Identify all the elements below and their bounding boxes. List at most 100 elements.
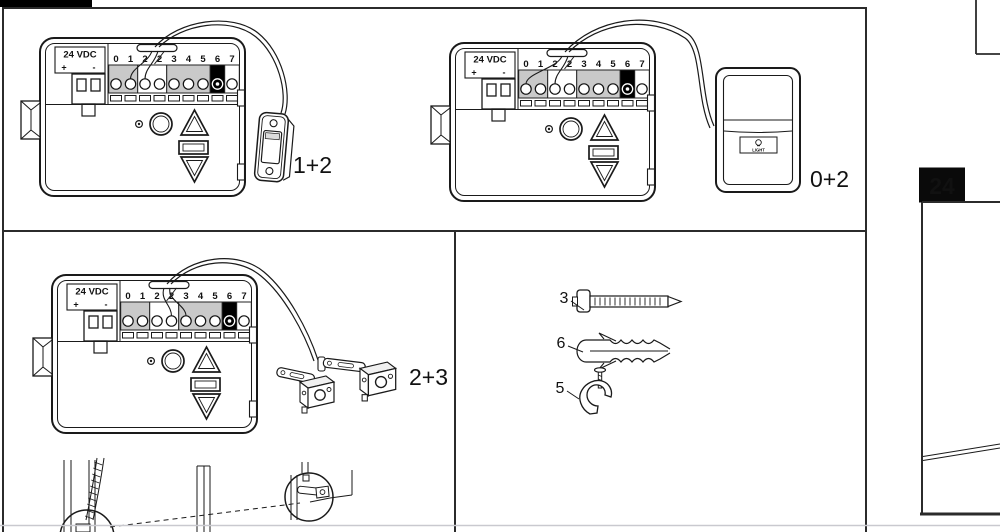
- stop-button: [190, 377, 221, 392]
- photocell-bracket: [358, 361, 398, 402]
- screw-hole: [265, 166, 274, 176]
- power-label-box: [66, 283, 118, 311]
- wiring-caption: 0+2: [810, 166, 849, 192]
- photocell-bracket: [298, 375, 336, 414]
- program-button: [149, 112, 173, 136]
- wiring-caption: 2+3: [409, 364, 448, 390]
- plus-label: +: [471, 68, 476, 78]
- minus-label: -: [93, 63, 96, 73]
- hardware-ref: 5: [556, 380, 565, 397]
- front-controls: [544, 113, 620, 189]
- up-arrow-button: [179, 108, 210, 136]
- hinge-tab: [646, 94, 656, 112]
- bracket-rail: [322, 357, 366, 373]
- step-badge: [919, 167, 965, 203]
- down-arrow-button: [589, 161, 620, 189]
- program-button: [559, 117, 583, 141]
- detail-callout-circle: [59, 509, 115, 532]
- program-button: [161, 349, 185, 373]
- power-label-box: [54, 46, 106, 74]
- terminal-number: 2: [154, 291, 159, 302]
- terminal-number: 6: [215, 54, 220, 65]
- screw: [572, 289, 683, 313]
- power-label-box: [464, 51, 516, 79]
- wall-plug: [576, 332, 671, 370]
- hardware-ref: 3: [560, 290, 569, 307]
- terminal-wire: [129, 50, 153, 80]
- terminal-number: 2: [552, 59, 557, 70]
- detail-callout-circle: [284, 472, 334, 522]
- terminal-strip: [518, 69, 650, 107]
- stop-button: [588, 145, 619, 160]
- cable-clip: [579, 367, 613, 415]
- chain: [85, 457, 98, 521]
- terminal-number: 4: [596, 59, 602, 70]
- previous-step-badge-partial: [0, 0, 92, 7]
- power-label: 24 VDC: [63, 50, 96, 61]
- minus-label: -: [503, 68, 506, 78]
- up-arrow-button: [191, 345, 222, 373]
- terminal-number: 6: [625, 59, 630, 70]
- down-arrow-button: [191, 393, 222, 421]
- photocell-lens: [314, 389, 326, 401]
- step-badge-number: 24: [929, 173, 955, 199]
- hinge-tab: [236, 163, 246, 181]
- surface-pushbutton: [253, 111, 295, 183]
- minus-label: -: [105, 300, 108, 310]
- terminal-number: 2: [142, 54, 147, 65]
- power-label: 24 VDC: [473, 55, 506, 66]
- front-controls: [146, 345, 222, 421]
- down-arrow-button: [179, 156, 210, 184]
- power-connector: [83, 310, 118, 354]
- terminal-number: 5: [200, 54, 206, 65]
- terminal-number: 2: [157, 54, 162, 65]
- accessory-cable: [154, 20, 288, 115]
- terminal-number: 0: [113, 54, 118, 65]
- terminal-number: 4: [198, 291, 204, 302]
- terminal-wire: [525, 55, 563, 85]
- mounting-tab: [430, 105, 451, 145]
- terminal-number: 3: [171, 54, 176, 65]
- gate-installation-scene: [59, 457, 353, 532]
- led-indicator: [134, 119, 143, 128]
- terminal-wire: [162, 287, 173, 317]
- hinge-tab: [248, 326, 258, 344]
- terminal-number: 1: [128, 54, 134, 65]
- accessory-cable: [564, 19, 715, 127]
- accessory-cable: [166, 258, 319, 361]
- led-indicator: [544, 124, 553, 133]
- mounting-tab: [32, 337, 53, 377]
- screw-hole: [269, 119, 278, 128]
- terminal-number: 7: [229, 54, 234, 65]
- terminal-wire: [169, 287, 187, 317]
- mounting-tab: [20, 100, 41, 140]
- terminal-number: 2: [567, 59, 572, 70]
- terminal-number: 0: [125, 291, 130, 302]
- mounted-photocell: [297, 485, 330, 499]
- hardware-ref: 6: [557, 335, 566, 352]
- terminal-wire: [144, 50, 159, 80]
- hardware-items: 3 6 5: [556, 289, 683, 415]
- light-label: LIGHT: [752, 148, 765, 153]
- plus-label: +: [73, 300, 78, 310]
- terminal-number: 1: [140, 291, 146, 302]
- terminal-number: 3: [581, 59, 586, 70]
- terminal-number: 7: [241, 291, 246, 302]
- terminal-number: 4: [186, 54, 192, 65]
- terminal-strip: [120, 301, 252, 339]
- terminal-wire: [554, 55, 569, 85]
- photocell-lens: [374, 375, 388, 389]
- terminal-strip: [108, 64, 240, 102]
- terminal-number: 5: [610, 59, 616, 70]
- hinge-tab: [646, 168, 656, 186]
- front-controls: [134, 108, 210, 184]
- hinge-tab: [236, 89, 246, 107]
- wiring-caption: 1+2: [293, 152, 332, 178]
- terminal-number: 6: [227, 291, 232, 302]
- terminal-number: 7: [639, 59, 644, 70]
- up-arrow-button: [589, 113, 620, 141]
- power-label: 24 VDC: [75, 287, 108, 298]
